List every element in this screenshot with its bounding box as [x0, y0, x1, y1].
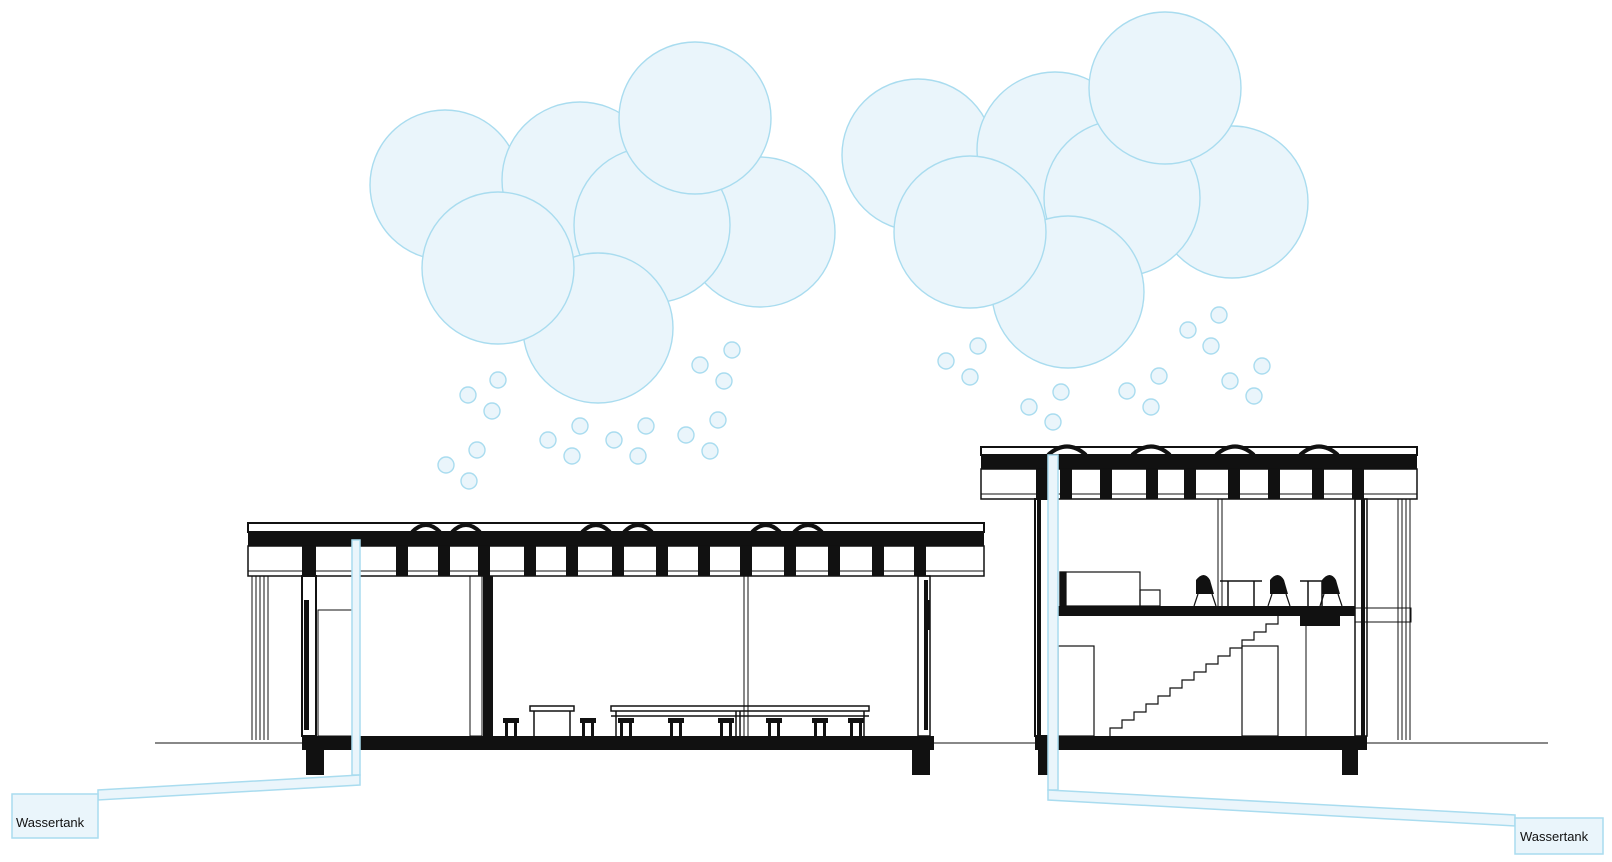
water-tank-right-label: Wassertank	[1520, 829, 1589, 844]
water-tank-left: Wassertank	[11, 793, 99, 839]
cloud-left	[369, 41, 836, 404]
staircase	[1109, 616, 1279, 736]
rain-drops-left	[437, 341, 741, 490]
right-building-section	[980, 444, 1418, 775]
downpipe-right	[1047, 454, 1516, 827]
water-tank-right: Wassertank	[1514, 817, 1604, 855]
water-tank-left-label: Wassertank	[16, 815, 85, 830]
rain-drops-right	[937, 306, 1271, 431]
cloud-right	[841, 11, 1309, 369]
left-building-section	[247, 522, 985, 775]
